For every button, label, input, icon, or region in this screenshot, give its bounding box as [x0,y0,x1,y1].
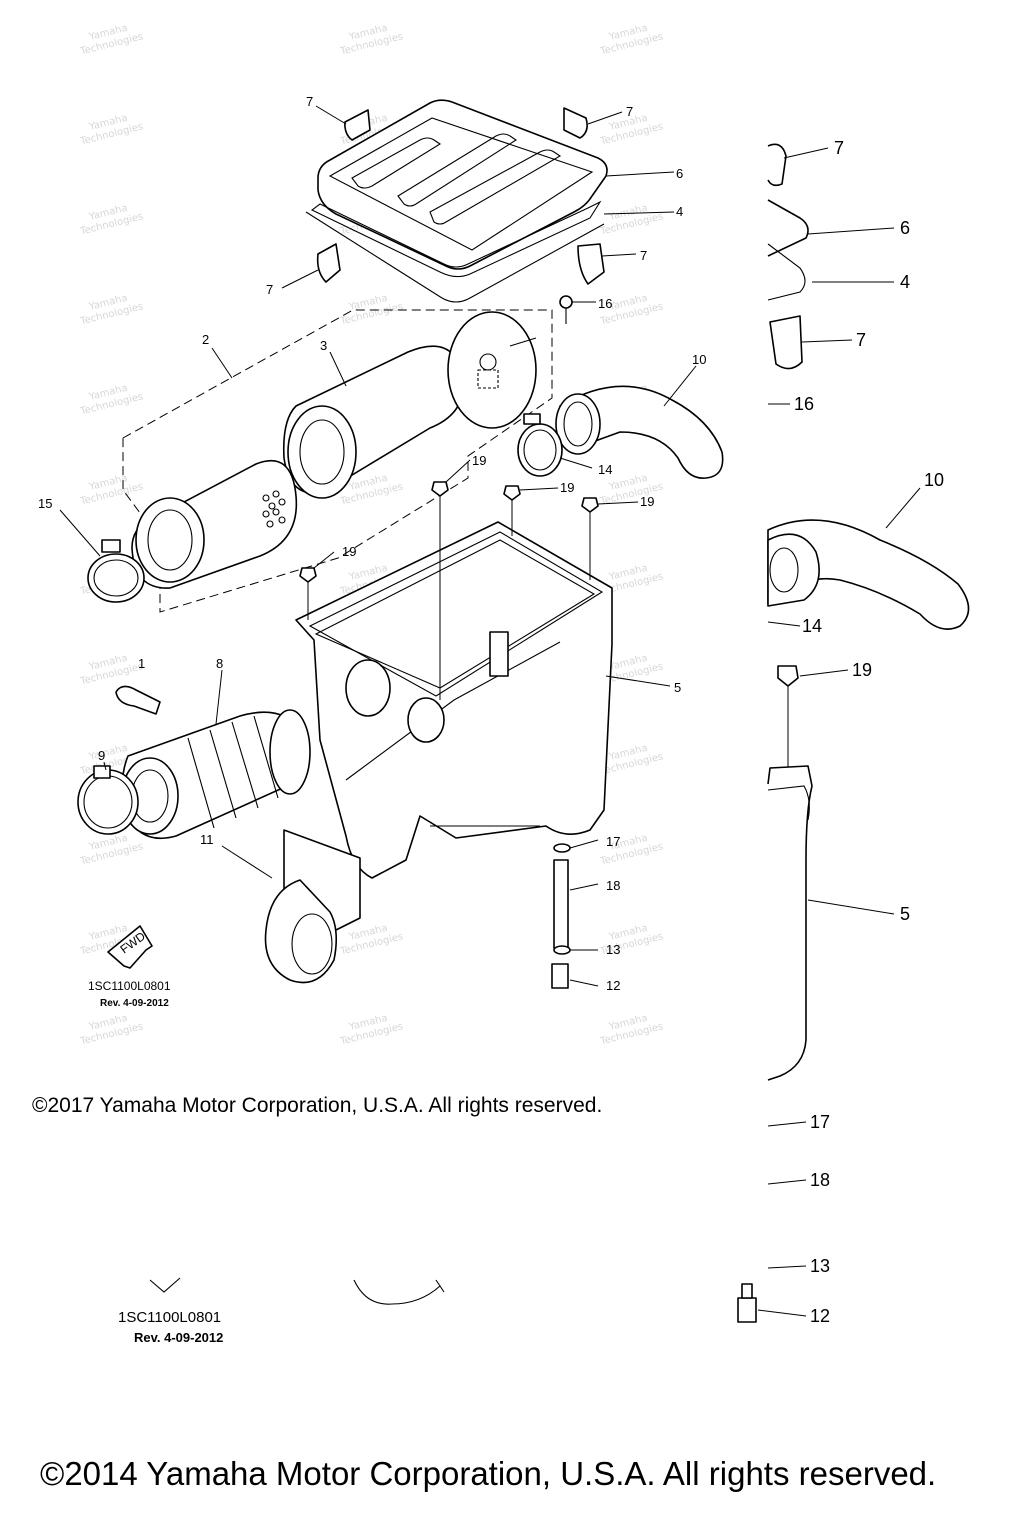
breather-1 [115,685,161,715]
drain-assembly [551,843,571,989]
main-diagram: FWD [38,94,724,1009]
callout-7: 7 [306,94,313,109]
callout-10: 10 [692,352,706,367]
bolt-19-a [431,481,449,700]
intake-boot-8 [121,709,311,840]
callout-16: 16 [598,296,612,311]
callout-11: 11 [200,832,214,847]
screw-16 [559,295,573,324]
zoom-callout-7: 7 [856,330,866,350]
zoom-callout-6: 6 [900,218,910,238]
callout-18: 18 [606,878,620,893]
callout-19: 19 [640,494,654,509]
callout-7: 7 [640,248,647,263]
lid-gasket [310,200,602,278]
zoom-duct-fragment [353,1279,445,1305]
bolt-19-d [299,567,317,620]
callout-2: 2 [202,332,209,347]
copyright-notice-2014: ©2014 Yamaha Motor Corporation, U.S.A. A… [40,1455,937,1492]
zoom-gasket [767,243,806,301]
zoom-clip-7 [767,143,787,187]
callouts-zoom: 7 6 4 7 16 10 14 19 5 17 18 13 12 [794,138,944,1326]
clip-7-a [344,109,371,141]
cage-holes [262,490,286,528]
zoom-callout-12: 12 [810,1306,830,1326]
callout-15: 15 [38,496,52,511]
ref-code-small: 1SC1100L0801 [88,979,171,993]
airbox-case-5 [295,521,613,879]
zoom-case-5 [767,765,813,1081]
filter-cage [131,459,298,589]
ref-rev-small: Rev. 4-09-2012 [100,998,169,1009]
callout-19: 19 [342,544,356,559]
callout-3: 3 [320,338,327,353]
zoom-callout-17: 17 [810,1112,830,1132]
lid-gasket-outer [305,211,605,303]
intake-duct-10 [555,385,724,479]
zoom-callout-19: 19 [852,660,872,680]
zoom-lid-edge [767,199,809,257]
zoom-fwd-fragment [149,1277,181,1293]
zoom-callout-4: 4 [900,272,910,292]
zoom-callout-10: 10 [924,470,944,490]
callouts-main: 7 7 7 7 6 4 16 2 3 10 14 19 19 19 19 15 … [38,94,706,993]
zoom-clip-7-b [769,315,803,370]
callout-19: 19 [560,480,574,495]
zoom-diagram: 7 6 4 7 16 10 14 19 5 17 18 13 12 1SC110… [118,138,970,1345]
callout-7: 7 [626,104,633,119]
callout-7: 7 [266,282,273,297]
callout-17: 17 [606,834,620,849]
zoom-callout-13: 13 [810,1256,830,1276]
zoom-callout-18: 18 [810,1170,830,1190]
zoom-leaders [757,147,921,1317]
callout-13: 13 [606,942,620,957]
ref-rev-large: Rev. 4-09-2012 [134,1330,223,1345]
zoom-callout-16: 16 [794,394,814,414]
zoom-bolt-19 [777,665,799,770]
intake-duct-11 [264,829,361,984]
zoom-duct-10 [767,519,970,630]
clamp-15 [87,539,145,603]
assembly-2-outline [122,309,553,613]
callout-leaders [59,105,697,987]
copyright-notice-2017: ©2017 Yamaha Motor Corporation, U.S.A. A… [32,1094,603,1117]
callout-4: 4 [676,204,683,219]
clip-7-d [577,243,605,285]
clip-7-c [316,243,341,283]
callout-8: 8 [216,656,223,671]
bolt-19-b [503,485,521,536]
callout-19: 19 [472,453,486,468]
zoom-callout-14: 14 [802,616,822,636]
bolt-19-c [581,497,599,580]
zoom-callout-5: 5 [900,904,910,924]
callout-1: 1 [138,656,145,671]
zoom-fitting-12 [737,1283,757,1323]
callout-6: 6 [676,166,683,181]
filter-element-3 [282,345,464,499]
callout-12: 12 [606,978,620,993]
airbox-lid [317,99,608,270]
zoom-callout-7: 7 [834,138,844,158]
callout-9: 9 [98,748,105,763]
filter-end-cap [447,311,537,429]
ref-code-large: 1SC1100L0801 [118,1309,221,1326]
clip-7-b [563,107,588,139]
callout-14: 14 [598,462,612,477]
callout-5: 5 [674,680,681,695]
clamp-14 [517,413,563,477]
